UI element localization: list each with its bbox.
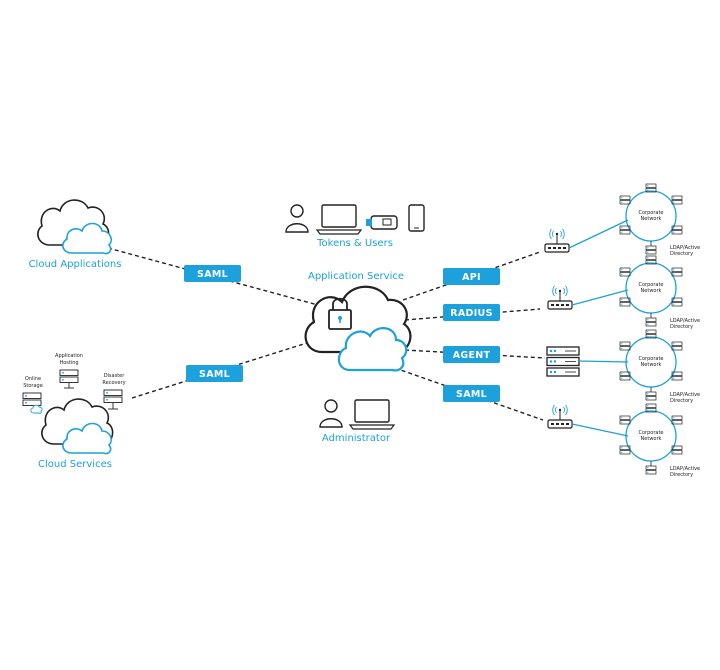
svg-text:LDAP/Active: LDAP/Active <box>670 466 700 472</box>
protocol-tag-agent: AGENT <box>443 346 500 363</box>
server-icon <box>645 465 657 475</box>
router-icon <box>544 228 570 253</box>
server-icon <box>671 267 683 277</box>
protocol-tag-saml-bottom: SAML <box>186 365 243 382</box>
smartphone-icon <box>408 204 425 232</box>
server-icon <box>671 415 683 425</box>
corporate-network-1: Corporate Network LDAP/Active Directory <box>568 183 700 257</box>
padlock-icon <box>328 297 352 330</box>
administrator-label: Administrator <box>322 433 391 444</box>
usb-token-icon <box>366 215 398 230</box>
svg-text:LDAP/Active: LDAP/Active <box>670 318 700 324</box>
svg-text:Corporate: Corporate <box>639 430 664 436</box>
online-storage-label-2: Storage <box>23 383 43 389</box>
application-hosting-label-2: Hosting <box>59 360 78 366</box>
svg-text:Network: Network <box>641 288 662 294</box>
svg-text:SAML: SAML <box>197 269 228 280</box>
laptop-icon <box>315 204 363 235</box>
svg-text:Corporate: Corporate <box>639 210 664 216</box>
disaster-recovery-label-1: Disaster <box>104 373 126 379</box>
svg-text:Directory: Directory <box>670 324 693 330</box>
svg-text:AGENT: AGENT <box>453 350 491 361</box>
server-icon <box>671 341 683 351</box>
admin-user-icon <box>319 399 343 428</box>
svg-text:Network: Network <box>641 362 662 368</box>
server-icon <box>619 195 631 205</box>
cloud-applications: Cloud Applications <box>29 199 122 270</box>
svg-text:LDAP/Active: LDAP/Active <box>670 245 700 251</box>
svg-text:Directory: Directory <box>670 398 693 404</box>
application-service-blue-cloud-icon <box>337 327 408 372</box>
svg-text:LDAP/Active: LDAP/Active <box>670 392 700 398</box>
corporate-network-4: Corporate Network LDAP/Active Directory <box>571 403 700 478</box>
cloud-apps-blue-icon <box>62 222 112 255</box>
svg-text:API: API <box>462 272 481 283</box>
application-service-label: Application Service <box>308 271 404 282</box>
svg-text:Corporate: Corporate <box>639 282 664 288</box>
svg-text:Directory: Directory <box>670 251 693 257</box>
server-rack-icon <box>546 346 580 377</box>
svg-text:Network: Network <box>641 436 662 442</box>
tokens-users: Tokens & Users <box>285 204 425 249</box>
svg-text:Network: Network <box>641 216 662 222</box>
online-storage-label-1: Online <box>25 376 41 382</box>
svg-text:RADIUS: RADIUS <box>450 308 492 319</box>
server-icon <box>619 267 631 277</box>
user-icon <box>285 204 309 233</box>
svg-text:SAML: SAML <box>199 369 230 380</box>
svg-text:Directory: Directory <box>670 472 693 478</box>
server-icon <box>645 391 657 401</box>
application-hosting-label-1: Application <box>55 353 83 359</box>
connector-radius <box>404 308 541 321</box>
cloud-services-label: Cloud Services <box>38 459 112 470</box>
admin-laptop-icon <box>348 399 396 430</box>
tokens-users-label: Tokens & Users <box>316 238 393 249</box>
router-icon <box>547 404 573 429</box>
protocol-tag-saml-top: SAML <box>184 265 241 282</box>
administrator: Administrator <box>319 399 396 444</box>
online-storage-icon <box>22 392 43 414</box>
protocol-tag-api: API <box>443 268 500 285</box>
server-icon <box>671 195 683 205</box>
server-icon <box>619 415 631 425</box>
protocol-tag-radius: RADIUS <box>443 304 500 321</box>
cloud-applications-label: Cloud Applications <box>29 259 122 270</box>
router-icon <box>547 285 573 310</box>
application-hosting-server-icon <box>59 369 79 389</box>
disaster-recovery-server-icon <box>103 389 123 410</box>
cloud-services: Application Hosting Online Storage Disas… <box>22 353 126 470</box>
corporate-network-3: Corporate Network LDAP/Active Directory <box>578 329 700 404</box>
server-icon <box>645 245 657 255</box>
svg-text:Corporate: Corporate <box>639 356 664 362</box>
protocol-tag-saml-right: SAML <box>443 385 500 402</box>
disaster-recovery-label-2: Recovery <box>102 380 125 386</box>
svg-text:SAML: SAML <box>456 389 487 400</box>
corporate-network-2: Corporate Network LDAP/Active Directory <box>571 255 700 330</box>
server-icon <box>645 317 657 327</box>
server-icon <box>619 341 631 351</box>
application-service: Application Service <box>304 271 412 372</box>
cloud-services-blue-icon <box>62 422 112 455</box>
